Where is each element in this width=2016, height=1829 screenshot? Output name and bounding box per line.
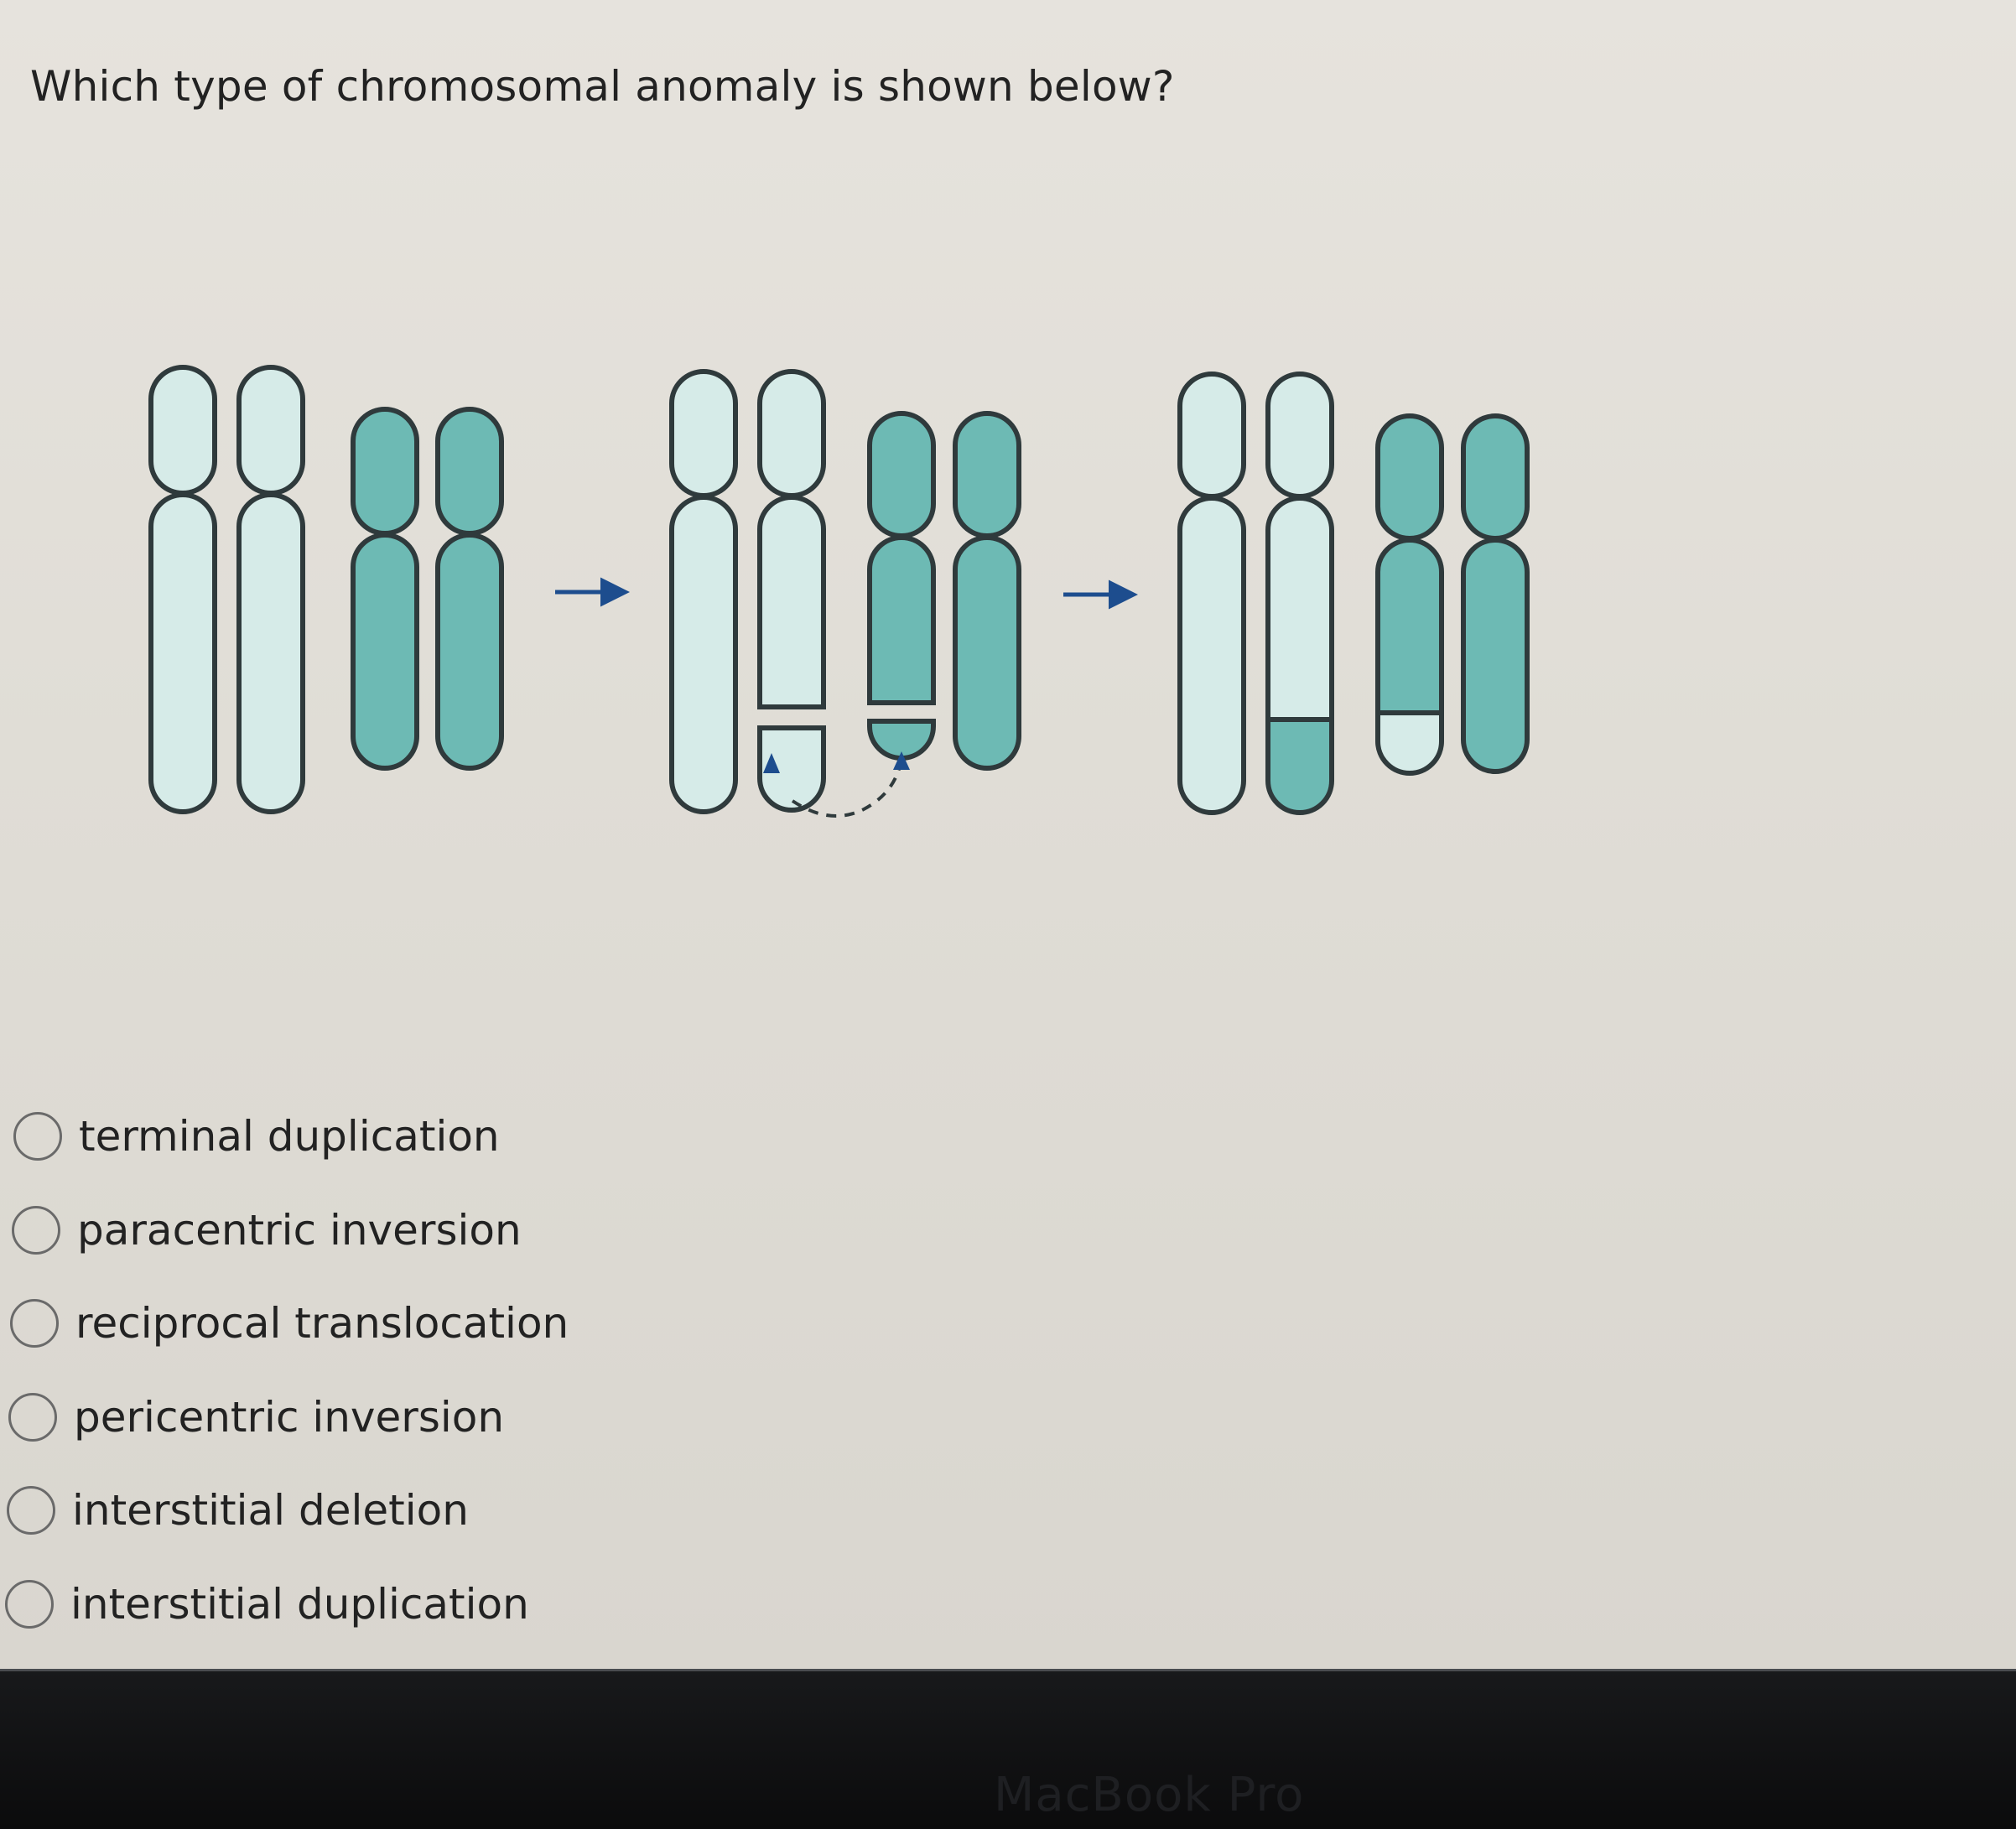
option-terminal-duplication[interactable]: terminal duplication: [13, 1112, 500, 1161]
option-label: interstitial deletion: [72, 1486, 469, 1535]
option-interstitial-duplication[interactable]: interstitial duplication: [5, 1580, 529, 1629]
exchange-arrowhead-icon: [893, 751, 910, 770]
laptop-bezel: [0, 1671, 2016, 1829]
chromosome-dark-3b: [1461, 413, 1530, 774]
chromosome-dark-1a: [351, 407, 419, 771]
radio-button[interactable]: [12, 1206, 60, 1255]
option-pericentric-inversion[interactable]: pericentric inversion: [8, 1393, 504, 1442]
chromosome-dark-2a-broken: [867, 411, 936, 761]
option-label: terminal duplication: [79, 1112, 500, 1161]
chromosome-light-1b: [236, 365, 305, 814]
chromosome-dark-1b: [435, 407, 504, 771]
stage-3-translocated-chromosomes: [1177, 372, 1530, 815]
option-label: reciprocal translocation: [75, 1299, 569, 1348]
chromosome-diagram: [148, 365, 1530, 818]
exchange-path-icon: [791, 758, 903, 818]
radio-button[interactable]: [5, 1580, 54, 1629]
radio-button[interactable]: [7, 1486, 55, 1535]
stage-1-original-chromosomes: [148, 365, 504, 814]
chromosome-light-3a: [1177, 372, 1246, 815]
option-interstitial-deletion[interactable]: interstitial deletion: [7, 1486, 469, 1535]
radio-button[interactable]: [8, 1393, 57, 1442]
stage-2-breakage: [669, 369, 1021, 814]
option-reciprocal-translocation[interactable]: reciprocal translocation: [10, 1299, 569, 1348]
radio-button[interactable]: [13, 1112, 62, 1161]
device-brand-label: MacBook Pro: [994, 1768, 1305, 1822]
chromosome-light-2b-broken: [757, 369, 826, 813]
option-paracentric-inversion[interactable]: paracentric inversion: [12, 1206, 522, 1255]
option-label: paracentric inversion: [77, 1206, 522, 1255]
option-label: interstitial duplication: [70, 1580, 529, 1629]
exchange-arrowhead-icon: [763, 753, 780, 773]
quiz-screen: Which type of chromosomal anomaly is sho…: [0, 0, 2016, 1671]
chromosome-light-3b-with-dark-segment: [1265, 372, 1334, 815]
option-label: pericentric inversion: [74, 1393, 505, 1442]
question-text: Which type of chromosomal anomaly is sho…: [30, 62, 1175, 111]
chromosome-light-2a: [669, 369, 738, 814]
chromosome-light-1a: [148, 365, 217, 814]
answer-options: terminal duplication paracentric inversi…: [0, 0, 755, 1671]
chromosome-dark-3a-with-light-segment: [1375, 413, 1444, 776]
radio-button[interactable]: [10, 1299, 59, 1348]
chromosome-dark-2b: [953, 411, 1021, 771]
